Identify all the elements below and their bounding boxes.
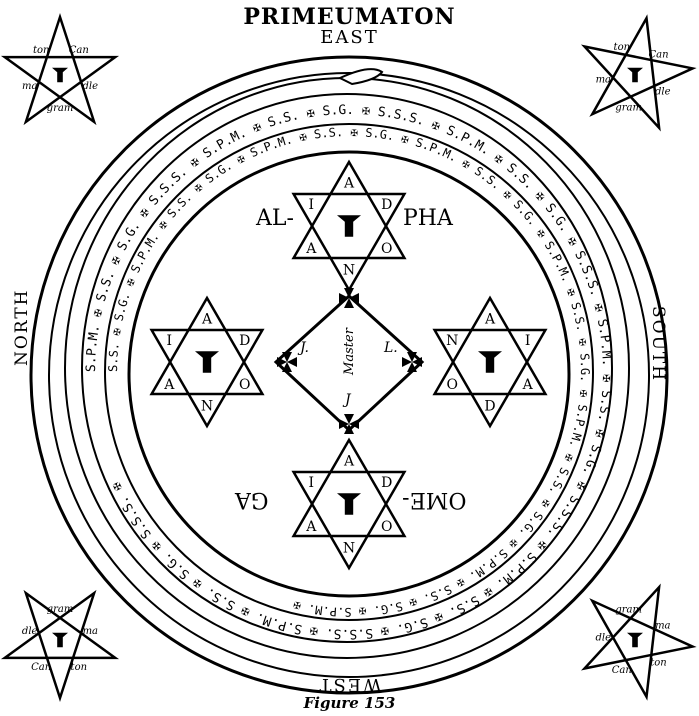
cross-bottom-icon — [339, 414, 359, 434]
outer-ring — [29, 55, 669, 695]
hexagram-bottom: A D O N A I — [291, 437, 407, 571]
diamond-letter-top: J. — [297, 340, 309, 356]
pentagram-top-left-word: ma — [22, 81, 37, 92]
hexagram-right-letter: I — [525, 333, 531, 349]
pentagram-bottom-right-tau-icon — [627, 632, 643, 648]
hexagram-right-letter: D — [484, 399, 495, 415]
figure-caption: Figure 153 — [303, 694, 396, 712]
pentagram-top-left-tau-icon — [52, 67, 68, 83]
pentagram-bottom-left-word: gram — [47, 604, 74, 615]
hexagram-left-tau-icon — [195, 351, 219, 373]
diamond-letter-bottom: J — [342, 392, 352, 408]
title: PRIMEUMATON — [243, 4, 456, 30]
hexagram-top-letter: N — [343, 263, 355, 279]
pentagram-bottom-left-tau-icon — [52, 632, 68, 648]
pentagram-bottom-right-word: ma — [655, 620, 670, 631]
hexagram-bottom-letter: I — [309, 475, 315, 491]
pentagram-bottom-left-word: Can — [31, 662, 51, 673]
alpha-left: AL- — [256, 206, 294, 231]
direction-south: SOUTH — [648, 306, 668, 383]
pentagram-top-left-word: dle — [83, 81, 99, 92]
pentagram-top-left-word: Can — [69, 45, 89, 56]
hexagram-top-letter: A — [343, 176, 355, 192]
pentagram-top-right-word: ton — [614, 42, 630, 53]
omega-left: OME- — [402, 487, 467, 512]
hexagram-right-tau-icon — [478, 351, 502, 373]
hexagram-top-letter: O — [381, 241, 392, 257]
pentagram-bottom-left-word: ton — [71, 662, 87, 673]
pentagram-top-right-word: dle — [655, 87, 671, 98]
hexagram-top-letter: A — [305, 241, 317, 257]
hexagram-right-letter: N — [446, 333, 458, 349]
outer-ring-inner-line — [48, 72, 650, 678]
hexagram-left-letter: A — [201, 312, 213, 328]
hexagram-bottom-letter: A — [305, 519, 317, 535]
text-ring-outer — [104, 123, 594, 621]
pentagram-top-right-word: gram — [615, 102, 642, 113]
omega-right: GA — [235, 487, 269, 512]
hexagram-right-letter: A — [484, 312, 496, 328]
pentagram-bottom-right-word: Can — [612, 665, 632, 676]
hexagram-left-triangle-up — [149, 295, 265, 396]
pentagram-bottom-right-word: gram — [615, 605, 642, 616]
cross-top-icon — [339, 288, 359, 308]
serpent-ring-inner — [81, 93, 613, 643]
direction-north: NORTH — [12, 288, 32, 366]
pentagram-top-right-star — [580, 14, 697, 132]
pentagram-top-left-word: ton — [33, 45, 49, 56]
hexagram-right-triangle-up — [432, 295, 548, 396]
master-label: Master — [341, 328, 357, 375]
pentagram-top-right-word: ma — [596, 75, 611, 86]
serpent-head — [337, 68, 384, 86]
pentagram-bottom-right-star — [580, 583, 697, 701]
hexagram-left-letter: I — [167, 333, 173, 349]
hexagram-left-letter: N — [201, 399, 213, 415]
hexagram-top: A D O N A I — [291, 159, 407, 293]
hexagram-bottom-letter: A — [343, 454, 355, 470]
pentagram-bottom-left-star — [0, 589, 120, 703]
pentagram-bottom-right: Can dle gram ma ton — [580, 583, 697, 701]
pentagram-bottom-right-word: ton — [650, 658, 666, 669]
hexagram-right-letter: A — [522, 377, 534, 393]
pentagram-top-left-word: gram — [47, 103, 74, 114]
hexagram-left-letter: A — [163, 377, 175, 393]
pentagram-top-right-word: Can — [648, 49, 668, 60]
hexagram-right-letter: O — [447, 377, 458, 393]
direction-west: WEST — [317, 674, 382, 695]
hexagram-top-triangle-down — [291, 192, 407, 293]
cross-right-icon — [402, 352, 422, 372]
pentagram-bottom-right-word: dle — [596, 632, 612, 643]
hexagram-bottom-letter: D — [381, 475, 392, 491]
cross-left-icon — [277, 352, 297, 372]
direction-east: EAST — [320, 27, 379, 48]
pentagram-top-right-tau-icon — [627, 67, 643, 83]
alpha-right: PHA — [403, 206, 453, 231]
hexagram-top-letter: D — [381, 197, 392, 213]
hexagram-left: A D O N A I — [149, 295, 265, 429]
hexagram-bottom-triangle-down — [291, 470, 407, 571]
hexagram-left-letter: D — [239, 333, 250, 349]
hexagram-left-triangle-down — [149, 328, 265, 429]
hexagram-right: A I A D O N — [432, 295, 548, 429]
hexagram-bottom-tau-icon — [337, 493, 361, 515]
hexagram-top-letter: I — [309, 197, 315, 213]
hexagram-top-tau-icon — [337, 215, 361, 237]
hexagram-left-letter: O — [239, 377, 250, 393]
diamond-letter-right: L. — [383, 340, 398, 356]
hexagram-bottom-triangle-up — [291, 437, 407, 538]
inner-circle — [127, 150, 571, 598]
hexagram-top-triangle-up — [291, 159, 407, 260]
pentagram-top-right: Can dle gram ma ton — [580, 14, 697, 132]
pentagram-top-left-star — [0, 12, 120, 126]
hexagram-bottom-letter: O — [381, 519, 392, 535]
pentagram-bottom-left-word: dle — [22, 626, 38, 637]
hexagram-bottom-letter: N — [343, 541, 355, 557]
pentagram-bottom-left-word: ma — [83, 626, 98, 637]
hexagram-right-triangle-down — [432, 328, 548, 429]
